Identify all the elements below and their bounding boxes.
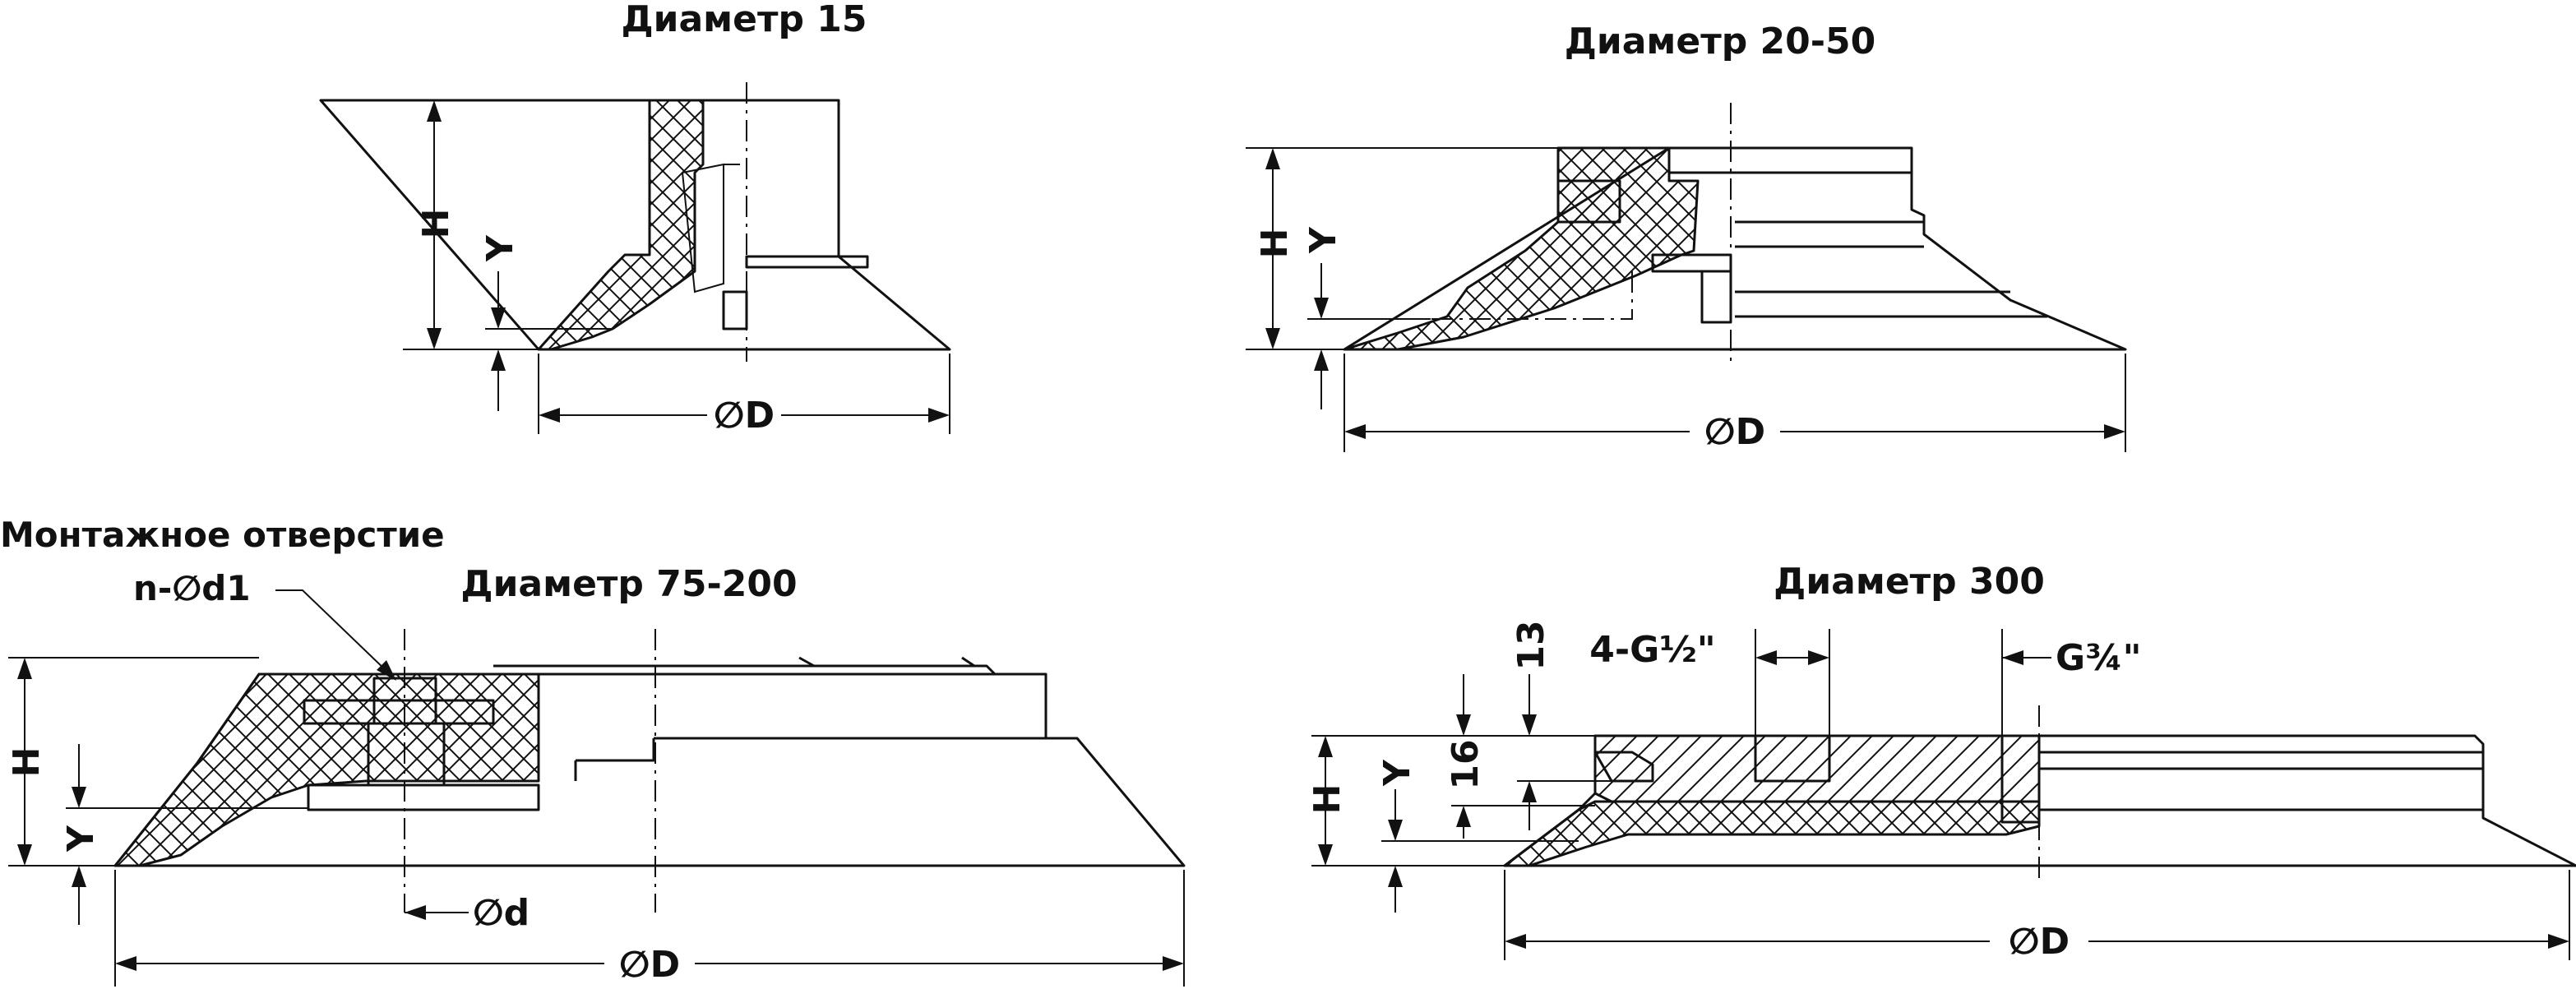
dim-16-d300: 16	[1445, 674, 1595, 839]
label-H-d15: H	[415, 209, 457, 239]
label-Y-d20-50: Y	[1302, 226, 1344, 254]
cup-outline-d20-50	[1343, 146, 2127, 351]
dim-H-d15: H	[403, 99, 650, 350]
label-D-d20-50: ∅D	[1704, 411, 1765, 453]
dim-H-d20-50: H	[1246, 147, 1558, 350]
callout-hole-spec: n-∅d1	[133, 568, 251, 608]
plate-section-d300	[1593, 734, 2041, 803]
dim-H-d75-200: H	[6, 657, 259, 867]
label-H-d300: H	[1306, 784, 1348, 815]
dim-H-d300: H	[1306, 735, 1595, 867]
nipple-d15	[722, 290, 748, 330]
body-d20-50	[1343, 146, 2127, 351]
insert-section-d20-50	[1556, 179, 1621, 224]
dim-D-d15: ∅D	[538, 354, 950, 437]
clamp-ring-d75-200	[303, 699, 495, 725]
rubber-section-d15	[537, 99, 705, 351]
rubber-section-d75-200	[113, 672, 540, 867]
rubber-section-d300	[1503, 800, 2041, 867]
view-diameter-75-200: Диаметр 75-200 Монтажное отверстие n-∅d1…	[0, 515, 1186, 987]
callout-leader	[275, 589, 389, 673]
insert-section-d15	[681, 163, 724, 293]
dim-D-d75-200: ∅D	[114, 870, 1185, 987]
callout-mounting-hole: Монтажное отверстие	[0, 515, 445, 555]
label-H-d75-200: H	[6, 747, 48, 778]
dim-Y-d75-200: Y	[60, 744, 308, 925]
base-plate-d75-200	[307, 783, 540, 811]
port-left-d300	[1754, 734, 1831, 783]
dim-D-d300: ∅D	[1504, 870, 2570, 963]
body-edge-d15	[702, 100, 740, 165]
label-Y-d300: Y	[1376, 759, 1418, 787]
step-lines-d20-50	[1669, 171, 2047, 318]
title-diameter-300: Диаметр 300	[1774, 561, 2045, 603]
hub-steps-d75-200	[574, 737, 1046, 781]
label-D-d75-200: ∅D	[619, 944, 680, 986]
label-D-d15: ∅D	[714, 395, 775, 437]
dim-d-d75-200: ∅d	[405, 892, 530, 934]
label-16-d300: 16	[1445, 739, 1487, 789]
dim-Y-d300: Y	[1376, 759, 1579, 913]
mounting-hole-callout: Монтажное отверстие n-∅d1	[0, 515, 445, 681]
label-d-d75-200: ∅d	[473, 892, 530, 934]
dim-Y-d20-50: Y	[1302, 226, 1431, 409]
top-plate-d75-200	[493, 656, 997, 676]
label-thread-4g-d300: 4-G½"	[1589, 629, 1715, 671]
dim-thread-4g-d300: 4-G½"	[1589, 629, 1830, 736]
dim-thread-g34-d300: G¾"	[2001, 629, 2142, 736]
view-diameter-15: Диаметр 15 H Y	[319, 0, 951, 437]
dim-Y-d15: Y	[479, 234, 613, 411]
step-lines-d300	[2039, 751, 2483, 811]
label-Y-d75-200: Y	[60, 825, 102, 853]
title-diameter-15: Диаметр 15	[621, 0, 867, 40]
body-d75-200	[113, 656, 1186, 867]
body-d300	[1503, 734, 2576, 867]
label-Y-d15: Y	[479, 234, 521, 262]
title-diameter-75-200: Диаметр 75-200	[460, 563, 797, 605]
dim-D-d20-50: ∅D	[1343, 354, 2126, 453]
view-diameter-300: Диаметр 300 H Y	[1306, 561, 2576, 963]
cup-outline-d300	[1503, 734, 2576, 867]
nipple-d20-50	[1700, 270, 1732, 324]
view-diameter-20-50: Диаметр 20-50 H Y	[1246, 21, 2127, 453]
label-13-d300: 13	[1510, 620, 1552, 670]
hidden-line-d20-50	[1431, 271, 1633, 320]
lip-detail-d300	[1593, 751, 1654, 783]
label-H-d20-50: H	[1254, 229, 1296, 259]
label-D-d300: ∅D	[2009, 921, 2070, 963]
label-thread-g34-d300: G¾"	[2056, 637, 2142, 679]
screw-shank-d75-200	[367, 722, 446, 787]
dim-13-d300: 13	[1510, 620, 1653, 830]
title-diameter-20-50: Диаметр 20-50	[1565, 21, 1876, 62]
